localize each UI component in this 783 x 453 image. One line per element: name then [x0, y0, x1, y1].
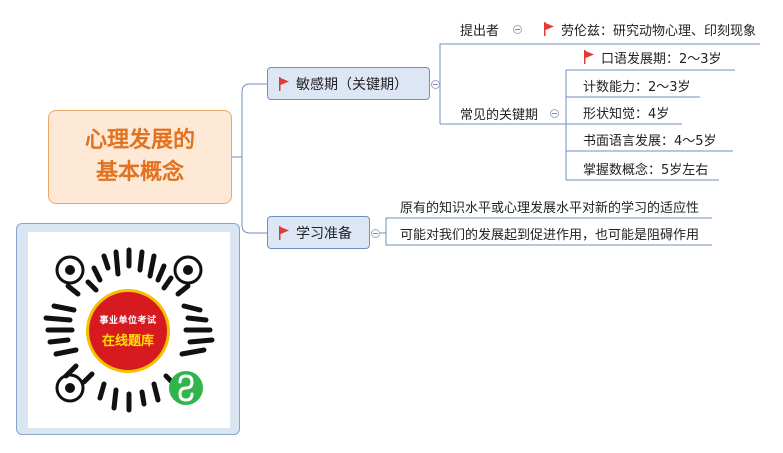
- flag-icon: [544, 22, 554, 36]
- list-item[interactable]: 掌握数概念：5岁左右: [583, 158, 708, 178]
- list-item[interactable]: 口语发展期：2～3岁: [583, 47, 722, 67]
- list-item-text: 书面语言发展：4～5岁: [583, 133, 717, 149]
- list-item-text: 口语发展期：2～3岁: [601, 51, 722, 67]
- qr-center-badge: 事业单位考试 在线题库: [86, 289, 170, 373]
- topic-learning-readiness-label: 学习准备: [296, 225, 352, 242]
- qr-badge-line1: 事业单位考试: [99, 316, 157, 326]
- collapse-toggle-sensitive[interactable]: [431, 80, 440, 89]
- list-item-text: 可能对我们的发展起到促进作用，也可能是阻碍作用: [400, 227, 700, 243]
- collapse-toggle-proposer[interactable]: [513, 25, 522, 34]
- proposer-label[interactable]: 提出者: [460, 19, 499, 39]
- list-item[interactable]: 形状知觉：4岁: [583, 102, 669, 122]
- flag-icon: [279, 225, 289, 240]
- list-item[interactable]: 可能对我们的发展起到促进作用，也可能是阻碍作用: [400, 223, 699, 243]
- qr-badge-line2: 在线题库: [101, 334, 154, 349]
- central-topic-line1: 心理发展的: [84, 128, 195, 153]
- list-item[interactable]: 原有的知识水平或心理发展水平对新的学习的适应性: [400, 196, 699, 216]
- flag-icon: [584, 50, 594, 64]
- list-item-text: 原有的知识水平或心理发展水平对新的学习的适应性: [400, 200, 700, 216]
- common-periods-label[interactable]: 常见的关键期: [460, 103, 538, 123]
- proposer-value-text: 劳伦兹：研究动物心理、印刻现象: [561, 23, 757, 39]
- topic-learning-readiness[interactable]: 学习准备: [267, 216, 370, 249]
- common-periods-label-text: 常见的关键期: [460, 107, 539, 123]
- list-item[interactable]: 书面语言发展：4～5岁: [583, 129, 717, 149]
- topic-sensitive-period[interactable]: 敏感期（关键期）: [267, 67, 430, 100]
- proposer-value[interactable]: 劳伦兹：研究动物心理、印刻现象: [543, 19, 756, 39]
- list-item[interactable]: 计数能力：2～3岁: [583, 75, 691, 95]
- flag-icon: [279, 76, 289, 91]
- collapse-toggle-common[interactable]: [550, 109, 559, 118]
- collapse-toggle-readiness[interactable]: [371, 229, 380, 238]
- central-topic[interactable]: 心理发展的 基本概念: [48, 110, 232, 204]
- central-topic-line2: 基本概念: [95, 160, 184, 185]
- proposer-label-text: 提出者: [460, 23, 500, 39]
- list-item-text: 掌握数概念：5岁左右: [583, 162, 709, 178]
- mini-program-code-image: [43, 247, 215, 413]
- list-item-text: 形状知觉：4岁: [583, 106, 670, 122]
- topic-sensitive-period-label: 敏感期（关键期）: [296, 76, 408, 93]
- list-item-text: 计数能力：2～3岁: [583, 79, 691, 95]
